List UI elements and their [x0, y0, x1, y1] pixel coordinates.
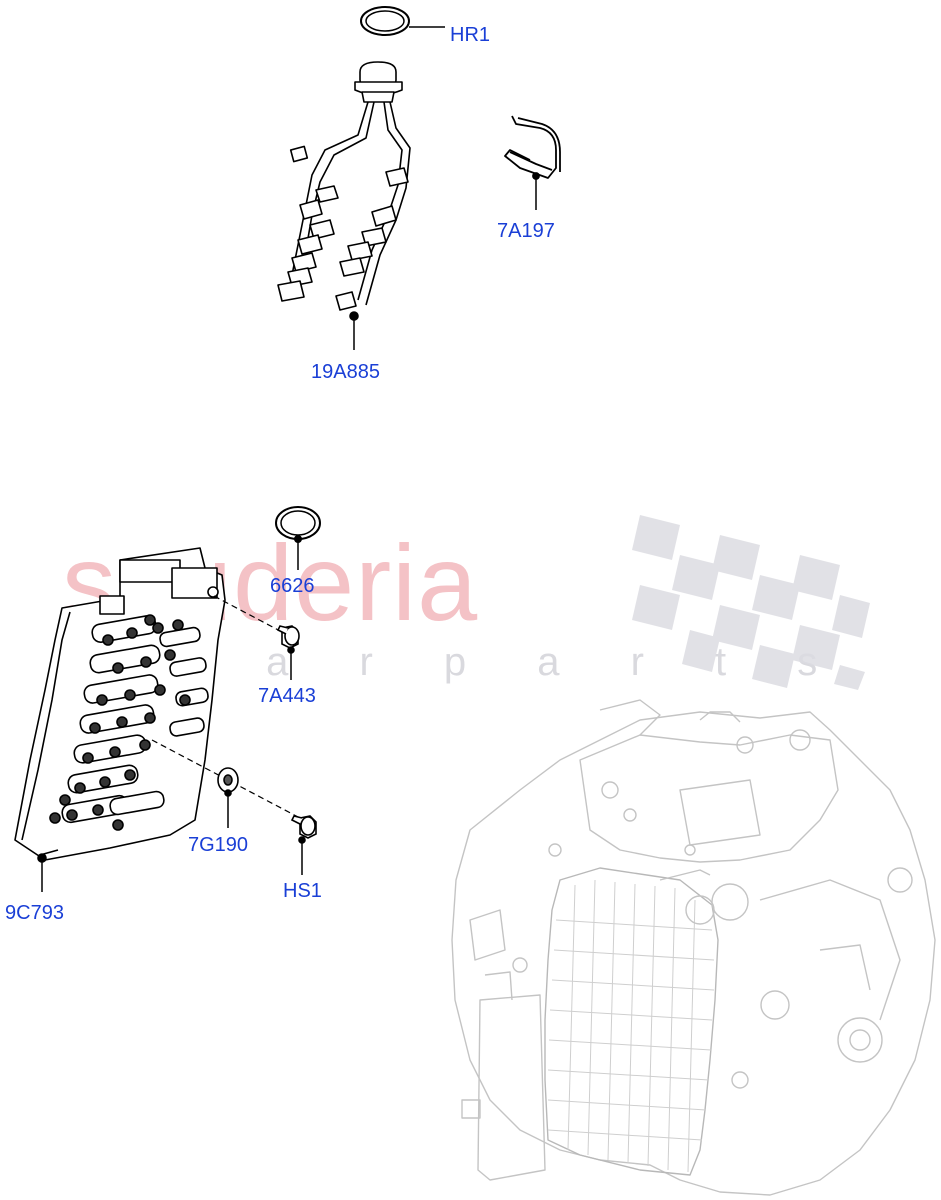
wiring-harness-19a885[interactable]	[277, 61, 411, 321]
dash-line-7a443	[213, 595, 283, 633]
o-ring-6626[interactable]	[275, 506, 321, 543]
callout-19a885[interactable]: 19A885	[311, 361, 380, 383]
valve-body-9c793[interactable]	[14, 547, 226, 863]
washer-7g190[interactable]	[217, 767, 239, 797]
callout-7a197[interactable]: 7A197	[497, 220, 555, 242]
callout-hr1[interactable]: HR1	[450, 24, 491, 46]
o-ring-hr1[interactable]	[360, 6, 410, 36]
transmission-assembly-ghost	[451, 699, 936, 1196]
callout-7a443[interactable]: 7A443	[258, 685, 316, 707]
bolt-7a443[interactable]	[276, 625, 300, 654]
callout-9c793[interactable]: 9C793	[5, 902, 64, 924]
bolt-hs1[interactable]	[290, 815, 317, 844]
callout-hs1[interactable]: HS1	[283, 880, 322, 902]
callout-7g190[interactable]: 7G190	[188, 834, 249, 856]
callout-6626[interactable]: 6626	[270, 575, 315, 597]
watermark-flag	[632, 515, 870, 690]
retaining-clip-7a197[interactable]	[504, 115, 561, 180]
